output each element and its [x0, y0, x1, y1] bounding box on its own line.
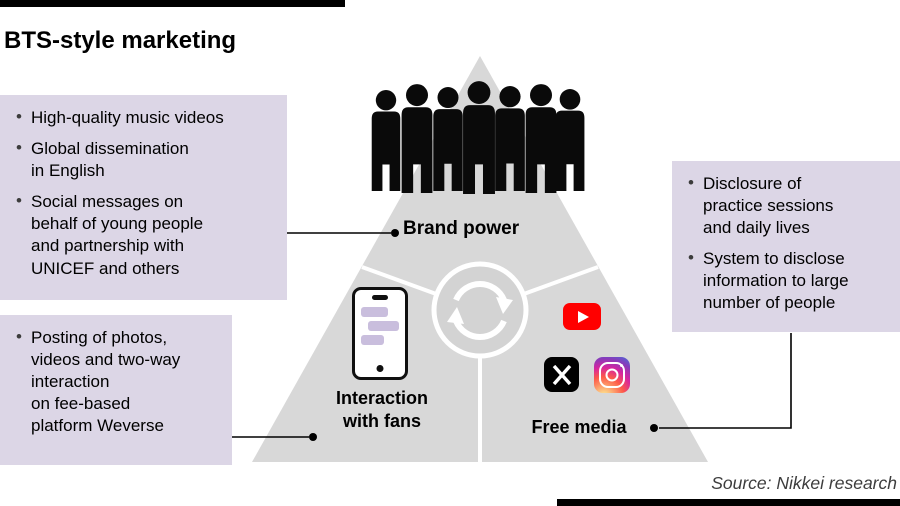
- callout-interaction: Posting of photos, videos and two-way in…: [0, 315, 232, 465]
- chat-bubble: [361, 335, 384, 345]
- smartphone-chat-icon: [352, 287, 408, 380]
- cycle-circle: [431, 261, 529, 359]
- phone-speaker: [372, 295, 388, 300]
- bottom-decoration-bar: [557, 499, 900, 506]
- person-silhouette: [371, 90, 401, 191]
- x-icon: [544, 357, 579, 392]
- callout-free-media-list: Disclosure of practice sessions and dail…: [688, 172, 892, 315]
- chat-bubble: [361, 307, 388, 317]
- top-decoration-bar: [0, 0, 345, 7]
- callout-free-media: Disclosure of practice sessions and dail…: [672, 161, 900, 332]
- connector-dots: [309, 229, 658, 441]
- person-silhouette: [555, 89, 585, 191]
- callout-brand-power: High-quality music videos Global dissemi…: [0, 95, 287, 300]
- bullet-item: Posting of photos, videos and two-way in…: [16, 326, 224, 437]
- label-interaction-with-fans: Interaction with fans: [335, 388, 428, 431]
- bullet-item: Disclosure of practice sessions and dail…: [688, 172, 892, 239]
- callout-brand-power-list: High-quality music videos Global dissemi…: [16, 106, 279, 280]
- connector-lines: [232, 232, 792, 438]
- cycle-arrows-icon: [447, 281, 513, 340]
- camera-flash-dot: [620, 364, 623, 367]
- bullet-item: System to disclose information to large …: [688, 247, 892, 314]
- bullet-item: Social messages on behalf of young peopl…: [16, 190, 279, 279]
- youtube-icon: [563, 303, 601, 330]
- play-triangle-icon: [577, 310, 589, 323]
- camera-lens: [605, 368, 619, 382]
- phone-home-button: [376, 365, 384, 372]
- camera-frame: [599, 362, 625, 388]
- bullet-item: Global dissemination in English: [16, 137, 279, 182]
- label-brand-power: Brand power: [403, 218, 520, 239]
- source-credit: Source: Nikkei research: [711, 473, 897, 493]
- page-title: BTS-style marketing: [4, 27, 237, 54]
- label-free-media: Free media: [531, 417, 627, 437]
- bullet-item: High-quality music videos: [16, 106, 279, 129]
- chat-bubble: [368, 321, 399, 331]
- instagram-icon: [594, 357, 630, 393]
- callout-interaction-list: Posting of photos, videos and two-way in…: [16, 326, 224, 437]
- x-glyph: [552, 364, 571, 385]
